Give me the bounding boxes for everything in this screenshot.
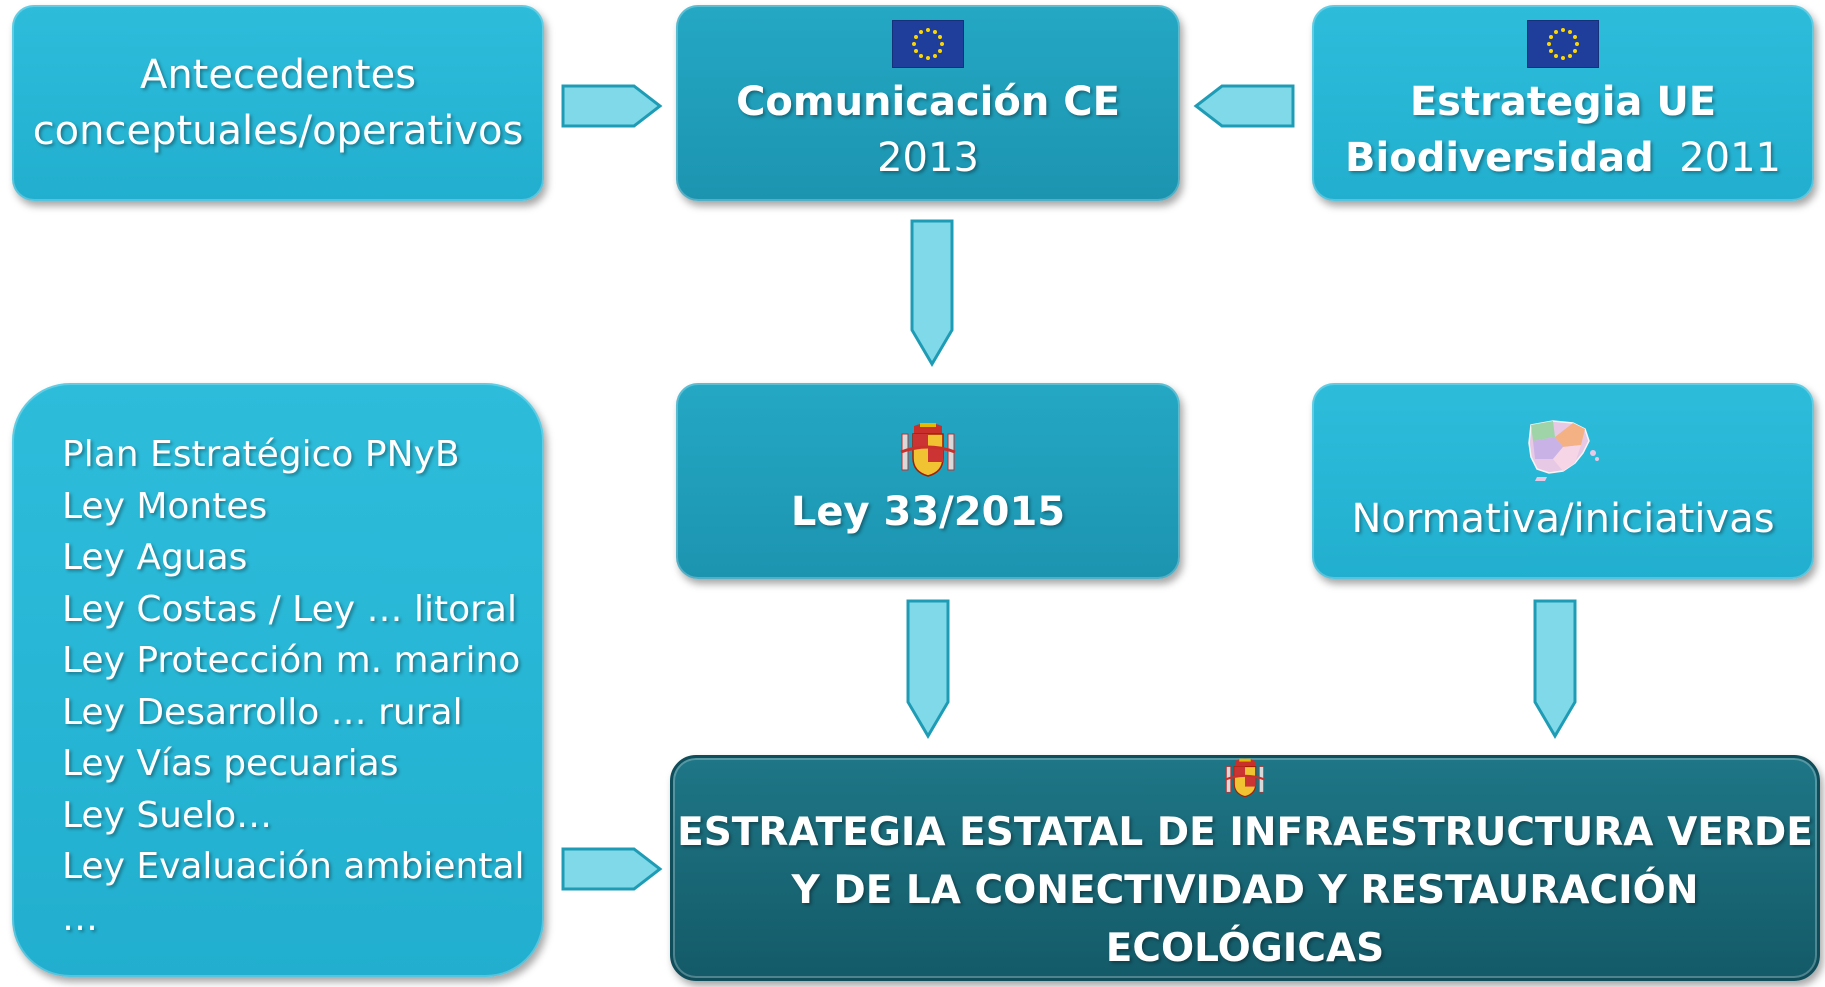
list-item: Ley Protección m. marino <box>62 640 521 681</box>
eu-star-icon <box>913 49 918 53</box>
eu-star-icon <box>919 29 923 34</box>
eu-star-icon <box>1548 35 1553 39</box>
eu-star-icon <box>912 42 916 46</box>
eu-star-icon <box>1575 42 1579 46</box>
eu-star-icon <box>938 35 943 39</box>
arrow-left-icon <box>1193 84 1295 128</box>
list-item: Plan Estratégico PNyB <box>62 434 460 475</box>
spain-coat-of-arms-icon <box>1225 758 1265 798</box>
arrow-right-icon <box>561 84 663 128</box>
eu-star-icon <box>933 54 937 59</box>
eu-star-icon <box>926 56 930 60</box>
estrategia-ue-biodiversidad: Biodiversidad <box>1345 135 1654 181</box>
comunicacion-ce-year: 2013 <box>877 135 979 181</box>
eu-star-icon <box>926 28 930 32</box>
eu-flag-icon <box>1527 20 1599 68</box>
list-item: Ley Suelo… <box>62 794 273 836</box>
estrategia-estatal-box: ESTRATEGIA ESTATAL DE INFRAESTRUCTURA VE… <box>670 755 1820 981</box>
eu-star-icon <box>1554 54 1558 59</box>
antecedentes-line-2: conceptuales/operativos <box>32 108 524 154</box>
eu-star-icon <box>1547 42 1551 46</box>
list-item: Ley Costas / Ley … litoral <box>62 588 517 630</box>
normativa-title: Normativa/iniciativas <box>1351 496 1775 542</box>
eu-star-icon <box>1573 35 1578 39</box>
antecedentes-line-1: Antecedentes <box>139 52 417 98</box>
arrow-down-icon <box>910 219 954 367</box>
eu-star-icon <box>1561 28 1565 32</box>
legislation-list-box: Plan Estratégico PNyB Ley Montes Ley Agu… <box>12 383 544 977</box>
list-item: Ley Vías pecuarias <box>62 743 399 784</box>
antecedentes-box: Antecedentes conceptuales/operativos <box>12 5 544 201</box>
estrategia-ue-box: Estrategia UE Biodiversidad 2011 <box>1312 5 1814 201</box>
comunicacion-ce-title: Comunicación CE <box>736 79 1120 125</box>
eu-star-icon <box>1573 49 1578 53</box>
eu-star-icon <box>1561 56 1565 60</box>
arrow-down-icon <box>906 599 950 739</box>
eu-star-icon <box>938 49 943 53</box>
eu-flag-icon <box>892 20 964 68</box>
arrow-right-icon <box>561 847 663 891</box>
arrow-down-icon <box>1533 599 1577 739</box>
estrategia-estatal-line-2: Y DE LA CONECTIVIDAD Y RESTAURACIÓN ECOL… <box>791 868 1699 971</box>
eu-star-icon <box>1568 29 1572 34</box>
estrategia-ue-year: 2011 <box>1679 135 1781 181</box>
normativa-box: Normativa/iniciativas <box>1312 383 1814 579</box>
list-item: Ley Evaluación ambiental <box>62 846 525 887</box>
eu-star-icon <box>933 29 937 34</box>
spain-coat-of-arms-icon <box>900 423 956 477</box>
eu-star-icon <box>1568 54 1572 59</box>
eu-star-icon <box>940 42 944 46</box>
eu-star-icon <box>1554 29 1558 34</box>
ley-33-2015-box: Ley 33/2015 <box>676 383 1180 579</box>
list-item: Ley Aguas <box>62 537 248 578</box>
estrategia-ue-line-1: Estrategia UE <box>1409 79 1717 125</box>
estrategia-ue-line-2: Biodiversidad 2011 <box>1345 130 1781 186</box>
eu-star-icon <box>1548 49 1553 53</box>
eu-star-icon <box>919 54 923 59</box>
spain-map-icon <box>1528 420 1599 481</box>
eu-star-icon <box>913 35 918 39</box>
list-item: … <box>62 897 98 939</box>
list-item: Ley Montes <box>62 485 268 527</box>
comunicacion-ce-box: Comunicación CE 2013 <box>676 5 1180 201</box>
estrategia-estatal-line-1: ESTRATEGIA ESTATAL DE INFRAESTRUCTURA VE… <box>677 810 1813 855</box>
ley-33-2015-title: Ley 33/2015 <box>790 489 1066 535</box>
list-item: Ley Desarrollo … rural <box>62 691 463 733</box>
